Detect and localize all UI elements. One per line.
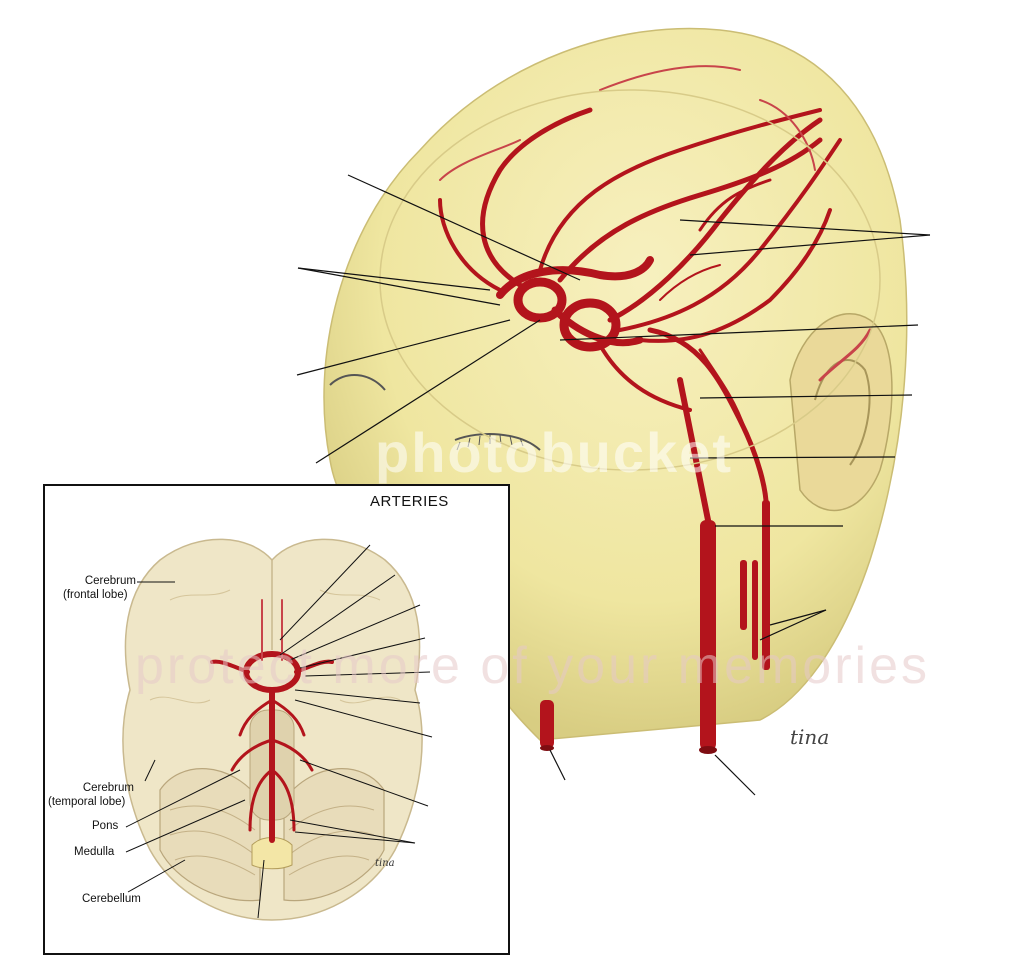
label-cerebrum-frontal-sub: (frontal lobe): [63, 589, 128, 601]
eye-lashes: [456, 434, 524, 451]
watermark-main: photobucket: [375, 421, 733, 484]
inset-arteries: [210, 599, 334, 843]
label-cerebellum: Cerebellum: [82, 893, 141, 905]
cerebral-arteries: [438, 65, 872, 523]
label-medulla: Medulla: [74, 846, 115, 858]
label-pons: Pons: [92, 820, 119, 832]
ear-shape: [789, 313, 893, 512]
label-cerebrum-frontal-line1: Cerebrum: [84, 575, 136, 587]
artist-signature-inset: tina: [375, 858, 395, 869]
label-cerebrum-temporal-sub: (temporal lobe): [48, 796, 126, 808]
artist-signature-main: tina: [790, 725, 830, 749]
lower-eye: [454, 433, 541, 451]
brain-outline: [379, 89, 881, 471]
watermark-secondary: protect more of your memories: [135, 637, 931, 695]
inset-title: ARTERIES: [370, 493, 449, 510]
leader-lines-main: [296, 174, 931, 796]
neck-arteries: [540, 500, 770, 754]
upper-eye: [329, 373, 386, 391]
label-cerebrum-frontal: Cerebrum: [60, 575, 136, 588]
inset-leader-lines: [125, 544, 433, 919]
label-cerebrum-temporal: Cerebrum: [48, 782, 134, 795]
label-cerebrum-temporal-line1: Cerebrum: [82, 782, 134, 794]
